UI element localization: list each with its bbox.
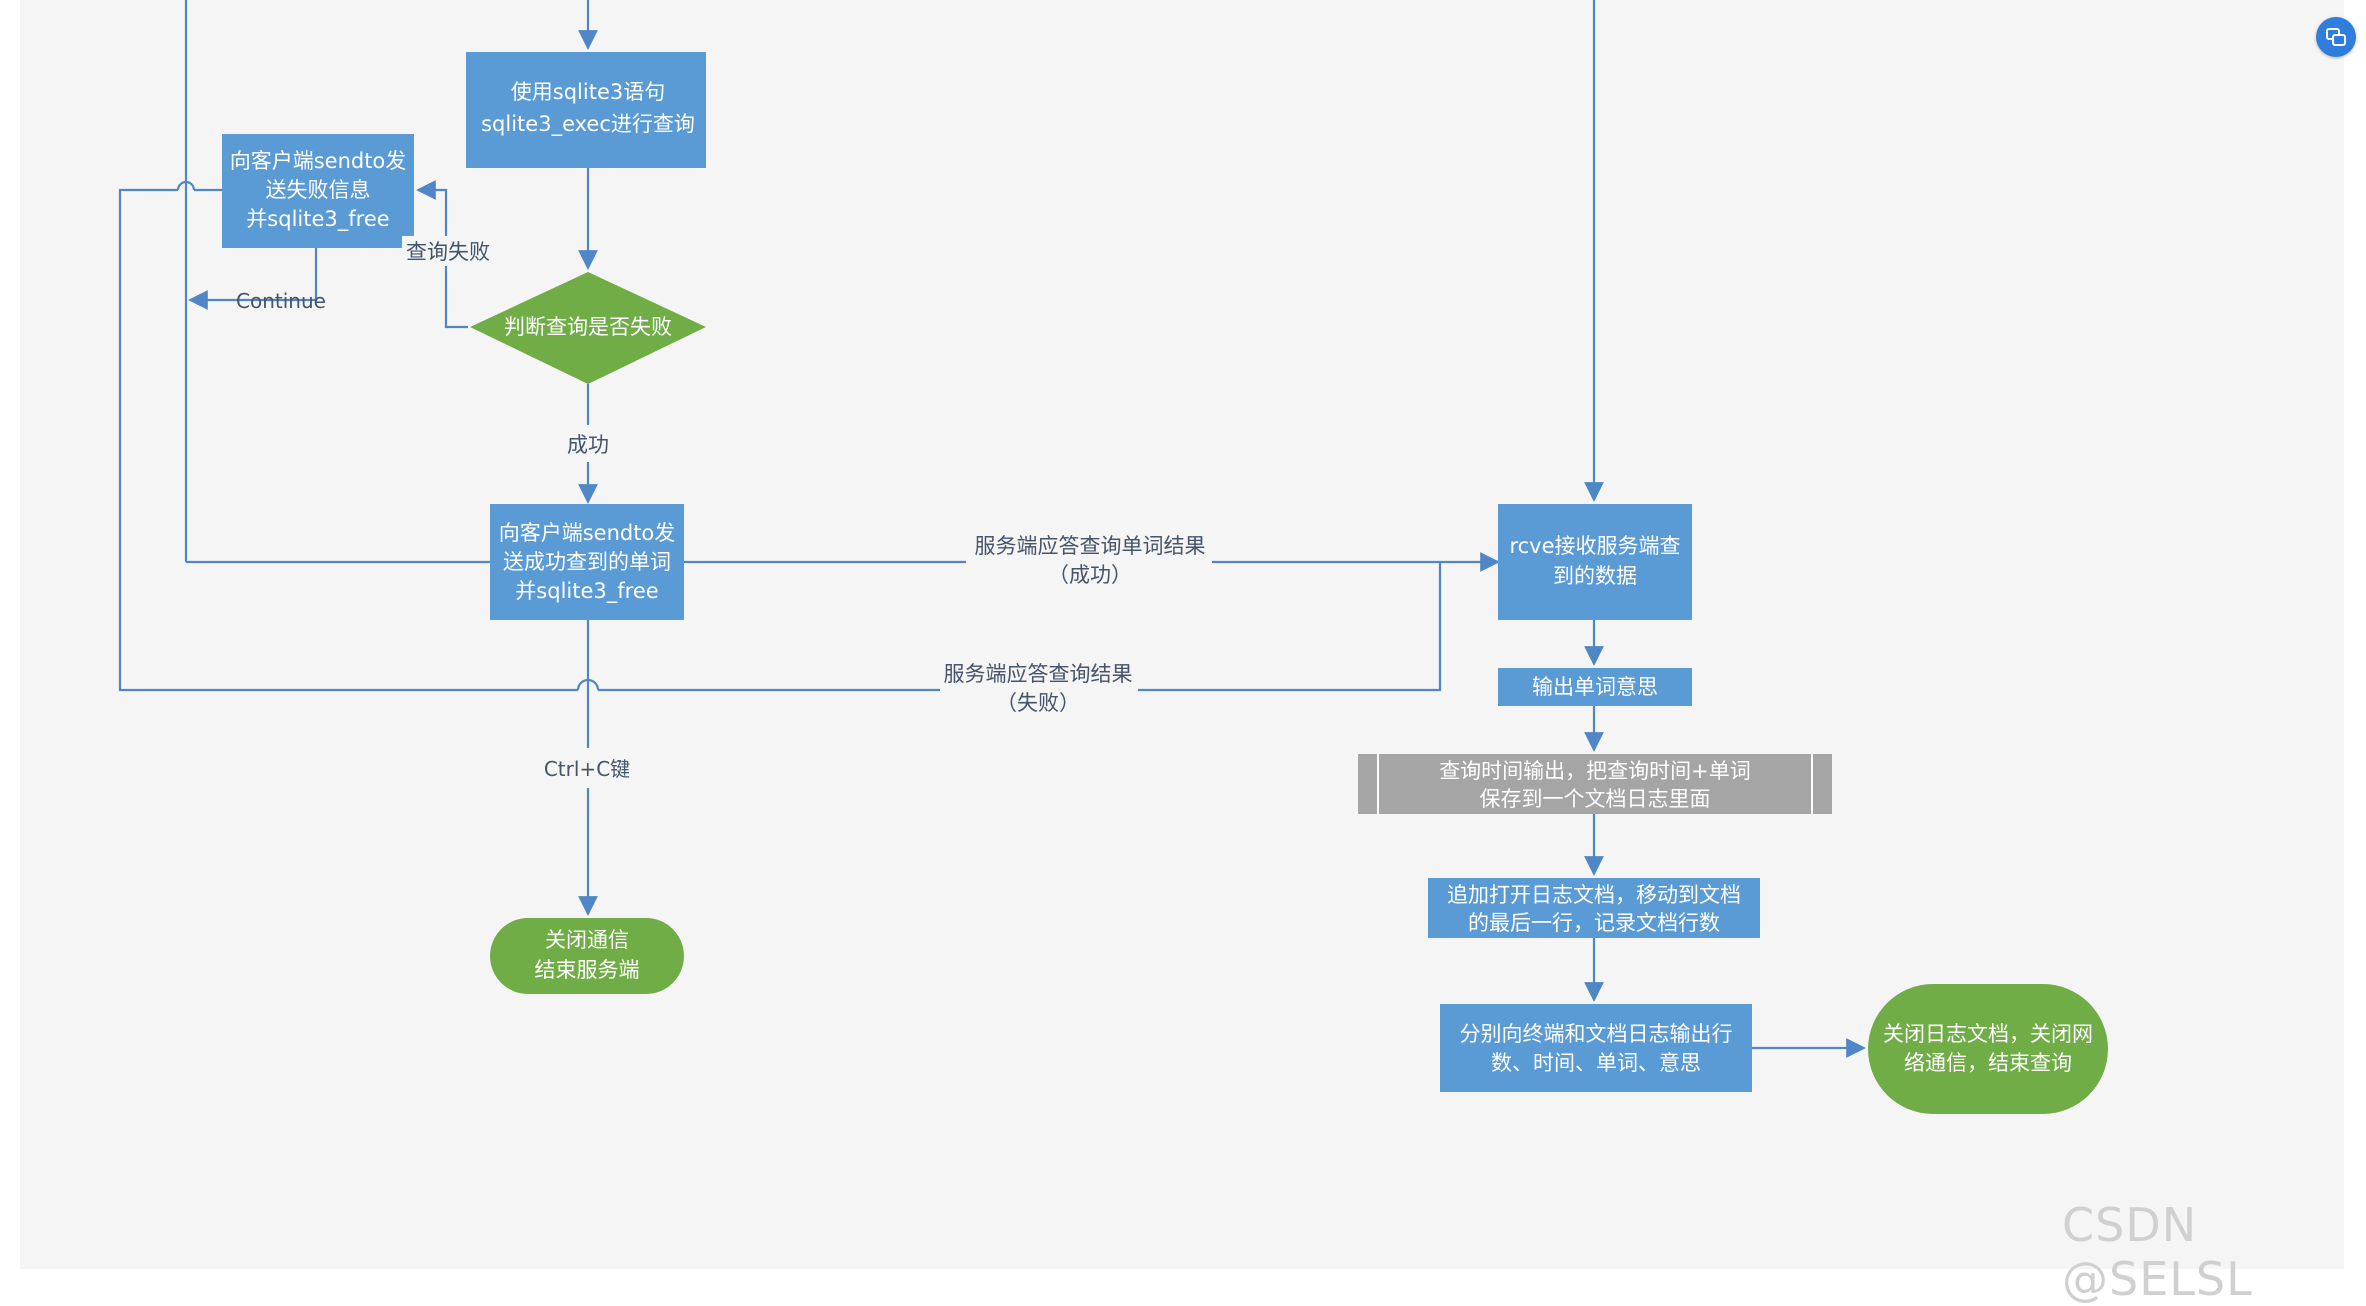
connectors <box>118 0 1866 1058</box>
node-close-client: 关闭日志文档，关闭网 络通信，结束查询 <box>1868 984 2108 1114</box>
node-close-server-line-1: 关闭通信 <box>545 928 629 952</box>
node-output-meaning: 输出单词意思 <box>1498 668 1692 706</box>
node-send-fail-line-1: 向客户端sendto发 <box>230 149 407 173</box>
node-judge-label: 判断查询是否失败 <box>504 315 672 339</box>
node-query-exec-line-2: sqlite3_exec进行查询 <box>481 112 695 137</box>
node-send-fail-line-2: 送失败信息 <box>266 178 371 202</box>
node-open-log-line-1: 追加打开日志文档，移动到文档 <box>1447 883 1741 907</box>
right-margin <box>2344 0 2366 1269</box>
label-query-fail: 查询失败 <box>406 240 490 264</box>
translate-icon[interactable] <box>2316 17 2356 57</box>
translate-icon-glyph <box>2326 28 2346 46</box>
node-save-time: 查询时间输出，把查询时间+单词 保存到一个文档日志里面 <box>1358 754 1832 814</box>
node-open-log: 追加打开日志文档，移动到文档 的最后一行，记录文档行数 <box>1428 878 1760 938</box>
label-reply-word-2: （成功） <box>1048 563 1132 587</box>
node-query-exec-line-1: 使用sqlite3语句 <box>511 80 665 104</box>
label-success: 成功 <box>567 433 609 457</box>
node-close-client-line-2: 络通信，结束查询 <box>1904 1051 2072 1075</box>
node-save-time-line-2: 保存到一个文档日志里面 <box>1480 787 1711 811</box>
node-output-meaning-label: 输出单词意思 <box>1532 675 1658 699</box>
node-recv-line-2: 到的数据 <box>1553 564 1637 588</box>
node-send-success-line-1: 向客户端sendto发 <box>499 521 676 545</box>
label-reply-fail-2: （失败） <box>996 691 1080 715</box>
node-send-fail: 向客户端sendto发 送失败信息 并sqlite3_free <box>222 134 414 248</box>
edge-fail-out-d <box>1138 562 1442 692</box>
node-close-server-line-2: 结束服务端 <box>535 958 640 982</box>
edge-continue <box>188 248 318 310</box>
node-send-success-line-3: 并sqlite3_free <box>515 579 658 604</box>
label-ctrl-c: Ctrl+C键 <box>544 757 630 781</box>
node-close-server: 关闭通信 结束服务端 <box>490 918 684 994</box>
edge-fail-out-b <box>118 188 578 692</box>
node-query-exec: 使用sqlite3语句 sqlite3_exec进行查询 <box>466 52 706 168</box>
node-recv-line-1: rcve接收服务端查 <box>1509 534 1680 558</box>
node-output-lines-line-2: 数、时间、单词、意思 <box>1491 1051 1701 1075</box>
node-output-lines: 分别向终端和文档日志输出行 数、时间、单词、意思 <box>1440 1004 1752 1092</box>
node-open-log-line-2: 的最后一行，记录文档行数 <box>1468 911 1720 935</box>
node-judge: 判断查询是否失败 <box>470 272 706 384</box>
node-save-time-line-1: 查询时间输出，把查询时间+单词 <box>1439 759 1751 783</box>
node-send-fail-line-3: 并sqlite3_free <box>246 207 389 232</box>
node-send-success: 向客户端sendto发 送成功查到的单词 并sqlite3_free <box>490 504 684 620</box>
label-continue: Continue <box>236 289 326 313</box>
watermark: CSDN @SELSL <box>2062 1198 2253 1306</box>
left-margin <box>0 0 20 1269</box>
label-reply-word-1: 服务端应答查询单词结果 <box>975 534 1206 558</box>
node-send-success-line-2: 送成功查到的单词 <box>503 550 671 574</box>
flowchart-canvas: 使用sqlite3语句 sqlite3_exec进行查询 向客户端sendto发… <box>118 0 2108 1114</box>
node-close-client-line-1: 关闭日志文档，关闭网 <box>1883 1022 2093 1046</box>
node-recv: rcve接收服务端查 到的数据 <box>1498 504 1692 620</box>
node-output-lines-line-1: 分别向终端和文档日志输出行 <box>1460 1022 1733 1046</box>
label-reply-fail-1: 服务端应答查询结果 <box>944 662 1133 686</box>
edge-fail-hop <box>176 180 196 191</box>
